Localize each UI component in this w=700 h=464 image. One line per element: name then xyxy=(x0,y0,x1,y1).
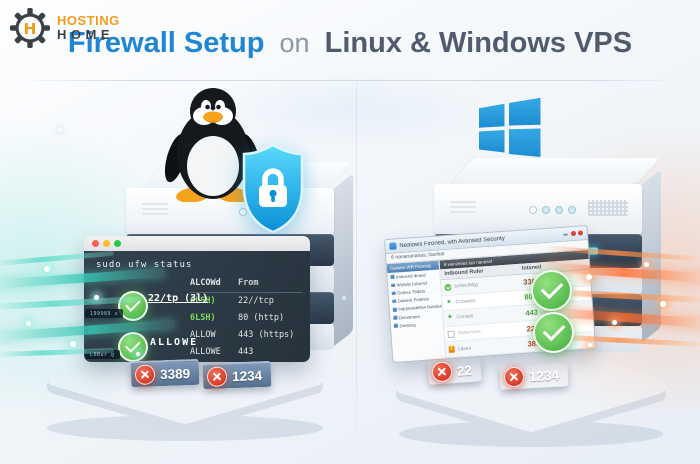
lock-shackle xyxy=(262,168,284,186)
tree-icon xyxy=(390,274,395,279)
rule-from: 443 xyxy=(238,347,254,357)
close-button[interactable] xyxy=(577,230,584,236)
header-divider xyxy=(18,80,682,81)
window-controls xyxy=(562,230,584,237)
rule-from: 80 (http) xyxy=(238,313,285,323)
stream-tag: L0Bur g xyxy=(85,350,120,359)
program-rule-icon xyxy=(446,315,453,321)
table-rule xyxy=(190,292,302,293)
ufw-command: sudo ufw status xyxy=(96,260,193,270)
brand-home: HOME xyxy=(57,27,114,42)
warning-shield-icon xyxy=(448,345,456,354)
close-button[interactable] xyxy=(570,230,576,237)
linux-terminal-window: sudo ufw status ALCOWd From 6LSH) 22//tcp … xyxy=(84,236,310,362)
rule-port: 443 xyxy=(525,307,539,318)
rule-action: ALLOWE xyxy=(190,347,221,357)
server-top-face xyxy=(450,158,660,184)
blocked-x-icon xyxy=(503,366,525,388)
ufw-status-table: ALCOWd From 6LSH) 22//tcp 6LSH) 80 (http) A… xyxy=(190,278,302,362)
logo-monogram: H xyxy=(24,20,37,38)
ufw-rule-row: 6LSH) 22//tcp xyxy=(190,296,302,313)
blocked-port: 1234 xyxy=(528,367,560,384)
rule-action: ALLOW xyxy=(190,330,216,340)
blocked-port-badge: 1234 xyxy=(499,362,568,390)
rule-name: Conses xyxy=(456,313,474,321)
rule-from: 443 (https) xyxy=(238,330,295,340)
title-highlight: Firewall Setup xyxy=(67,27,265,59)
ufw-rule-row: ALLOWE 443 xyxy=(190,347,302,362)
server-unit xyxy=(434,184,642,234)
security-shield-icon xyxy=(242,143,304,234)
tux-penguin xyxy=(164,88,262,202)
tree-icon xyxy=(392,299,396,304)
blocked-x-icon xyxy=(431,361,453,383)
allowed-port-label: 22/tp (3l) xyxy=(148,293,209,304)
stream-tag: 199989 s xyxy=(85,309,124,318)
blocked-port: 22 xyxy=(456,362,473,379)
tree-icon xyxy=(391,283,395,287)
firewall-app-icon xyxy=(389,242,397,250)
tree-icon xyxy=(393,315,398,320)
windows-logo xyxy=(479,97,541,157)
allow-rule-icon xyxy=(444,283,452,291)
allowed-check-icon xyxy=(533,312,574,353)
close-button[interactable] xyxy=(92,240,99,247)
blocked-port: 1234 xyxy=(231,367,263,384)
blocked-port-badge: 3389 xyxy=(130,358,200,388)
blocked-x-icon xyxy=(134,364,156,386)
ufw-rule-row: 6LSH) 80 (http) xyxy=(190,313,302,330)
page-title: Firewall Setup on Linux & Windows VPS xyxy=(0,27,700,60)
rule-from: 22//tcp xyxy=(238,296,274,306)
title-connector: on xyxy=(279,28,310,58)
blocked-port-badge: 1234 xyxy=(202,360,272,390)
terminal-titlebar xyxy=(84,236,310,251)
allowed-check-icon xyxy=(118,332,148,362)
program-rule-icon xyxy=(445,300,452,306)
server-side-face xyxy=(333,173,353,347)
rule-name: Lases xyxy=(457,345,472,353)
blocked-x-icon xyxy=(206,366,228,388)
tree-icon xyxy=(392,307,397,312)
rule-action: 6LSH) xyxy=(190,296,216,306)
title-rest: Linux & Windows VPS xyxy=(324,27,633,59)
rule-name: sonectMgy xyxy=(454,282,479,290)
rule-name: Connees xyxy=(455,297,476,306)
zoom-button[interactable] xyxy=(114,240,121,247)
hosting-home-logo[interactable]: H HOSTING HOME xyxy=(10,8,120,48)
column-action: ALCOWd xyxy=(190,278,221,288)
minimize-button[interactable] xyxy=(562,232,569,236)
allowed-status-label: ALLOWE xyxy=(150,337,199,348)
firewall-sidebar: Getwes WR Fironsty Imbovnd dnand Wstvds … xyxy=(386,260,447,362)
tree-icon xyxy=(391,291,396,296)
brand-wordmark: HOSTING HOME xyxy=(57,14,120,41)
column-from: From xyxy=(238,278,259,288)
ufw-rule-row: ALLOW 443 (https) xyxy=(190,330,302,347)
gear-logo-icon: H xyxy=(10,8,50,48)
firewall-rules-panel: 6 wanzeses tan nanessf Intbound Ruler In… xyxy=(439,250,596,359)
brand-hosting: HOSTING xyxy=(57,13,120,29)
disabled-checkbox-icon[interactable] xyxy=(447,330,455,338)
terminal-body: sudo ufw status ALCOWd From 6LSH) 22//tcp … xyxy=(84,251,310,362)
allowed-check-icon xyxy=(531,270,572,311)
blocked-port: 3389 xyxy=(159,365,191,382)
center-divider xyxy=(356,82,357,450)
rule-name: Deterrines xyxy=(457,328,481,337)
tree-icon xyxy=(393,324,398,328)
minimize-button[interactable] xyxy=(103,240,110,247)
server-side-face xyxy=(641,169,661,343)
rule-action: 6LSH) xyxy=(190,313,216,323)
blocked-port-badge: 22 xyxy=(427,357,482,385)
